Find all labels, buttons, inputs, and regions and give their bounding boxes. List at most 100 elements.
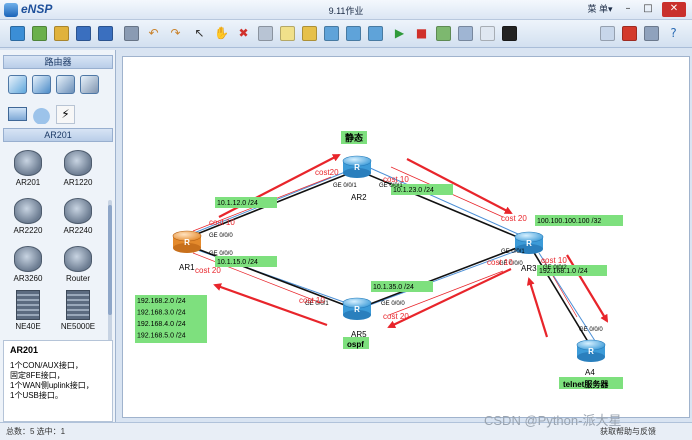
close-button[interactable]: ✕: [662, 2, 686, 17]
wireless-category-icon[interactable]: [56, 75, 75, 94]
new-topology-icon[interactable]: [10, 26, 25, 41]
device-model-label: AR201: [15, 178, 41, 187]
title-bar: eNSP 9.11作业 菜 单▾ – □ ✕: [0, 0, 692, 20]
router-ar1[interactable]: R: [172, 230, 202, 253]
watermark: CSDN @Python-派大星: [484, 413, 622, 428]
status-counts: 总数：5 选中：1: [6, 427, 66, 436]
device-description: AR201 1个CON/AUX接口， 固定8FE接口， 1个WAN侧uplink…: [3, 340, 113, 422]
router-ar5[interactable]: R: [342, 297, 372, 320]
area-label-box: [341, 131, 367, 144]
network-label: 10.1.12.0 /24: [217, 200, 258, 207]
device-list-scroll-thumb[interactable]: [108, 205, 112, 315]
router-name-label: AR3: [521, 264, 537, 273]
ensp-logo-icon: [4, 3, 18, 17]
router-category-icon[interactable]: [8, 75, 27, 94]
ospf-area-label: ospf: [347, 340, 364, 349]
loopback-label: 192.168.2.0 /24: [137, 298, 186, 305]
new-example-icon[interactable]: [32, 26, 47, 41]
network-label-box: [391, 184, 453, 195]
firewall-category-icon[interactable]: [80, 75, 99, 94]
device-model-label: AR2240: [63, 226, 93, 235]
save-as-icon[interactable]: [98, 26, 113, 41]
text-note-icon[interactable]: [280, 26, 295, 41]
description-line: 1个CON/AUX接口，: [10, 361, 83, 370]
link-ar1-ar5[interactable]: [186, 244, 356, 310]
start-icon[interactable]: ▶: [394, 26, 405, 40]
huawei-icon[interactable]: [622, 26, 637, 41]
zoom-in-icon[interactable]: [324, 26, 339, 41]
cost-label: cost 10: [541, 256, 567, 265]
maximize-button[interactable]: □: [643, 3, 653, 14]
minimize-button[interactable]: –: [625, 3, 631, 14]
cost-label: cost 10: [209, 218, 235, 227]
help-icon[interactable]: ?: [670, 26, 677, 40]
description-line: 固定8FE接口，: [10, 371, 65, 380]
open-icon[interactable]: [54, 26, 69, 41]
chassis-model-icon[interactable]: [16, 290, 40, 320]
redo-icon[interactable]: ↷: [170, 26, 181, 40]
delete-icon[interactable]: ✖: [238, 26, 249, 40]
router-model-icon[interactable]: [64, 150, 92, 176]
loopback-label: 192.168.4.0 /24: [137, 321, 186, 328]
undo-icon[interactable]: ↶: [148, 26, 159, 40]
router-model-icon[interactable]: [14, 246, 42, 272]
loopback-label: 192.168.5.0 /24: [137, 333, 186, 340]
device-model-label: AR3260: [13, 274, 43, 283]
status-bar: 总数：5 选中：1 获取帮助与反馈: [0, 422, 692, 440]
router-model-icon[interactable]: [14, 198, 42, 224]
feedback-link[interactable]: 获取帮助与反馈: [600, 427, 656, 436]
link-ar2-ar3[interactable]: [356, 169, 528, 242]
layout-icon[interactable]: [458, 26, 473, 41]
app-name: eNSP: [21, 2, 53, 16]
interface-label: GE 0/0/0: [209, 251, 233, 257]
interface-label: GE 0/0/0: [209, 233, 233, 239]
chassis-model-icon[interactable]: [66, 290, 90, 320]
router-name-label: AR1: [179, 263, 195, 272]
link-blue-ar5-ar3: [358, 246, 528, 310]
router-ar3[interactable]: R: [514, 231, 544, 254]
interface-label: GE 0/0/2: [543, 265, 567, 271]
cost-label: cost 20: [501, 214, 527, 223]
category-header: 路由器: [3, 55, 113, 69]
telnet-server-label: telnet服务器: [563, 379, 609, 389]
device-model-label: NE40E: [15, 322, 41, 331]
menu-button[interactable]: 菜 单▾: [587, 4, 613, 14]
select-icon[interactable]: ↖: [194, 26, 205, 40]
route-arrow: [566, 254, 609, 323]
network-label-box: [215, 197, 277, 208]
description-title: AR201: [10, 345, 39, 355]
reset-zoom-icon[interactable]: [368, 26, 383, 41]
hand-icon[interactable]: ✋: [214, 26, 229, 40]
save-icon[interactable]: [76, 26, 91, 41]
switch-category-icon[interactable]: [32, 75, 51, 94]
router-model-icon[interactable]: [14, 150, 42, 176]
device-list-header: AR201: [3, 128, 113, 142]
link-category-icon[interactable]: ⚡: [56, 105, 75, 124]
router-name-label: A4: [585, 368, 595, 377]
cloud-category-icon[interactable]: [32, 105, 51, 124]
pc-category-icon[interactable]: [8, 107, 27, 121]
route-arrow: [526, 277, 549, 338]
area-label-box: [343, 337, 369, 349]
link-ar5-ar3[interactable]: [356, 243, 528, 310]
topology-icon[interactable]: [480, 26, 495, 41]
print-icon[interactable]: [124, 26, 139, 41]
router-a4[interactable]: R: [576, 339, 606, 362]
router-ar2[interactable]: R: [342, 155, 372, 178]
delete-link-icon[interactable]: [258, 26, 273, 41]
settings-icon[interactable]: [644, 26, 659, 41]
description-line: 1个USB接口。: [10, 391, 63, 400]
network-label: 192.168.1.0 /24: [539, 268, 588, 275]
route-arrow: [387, 268, 512, 329]
capture-icon[interactable]: [436, 26, 451, 41]
chat-icon[interactable]: [600, 26, 615, 41]
palette-icon[interactable]: [302, 26, 317, 41]
terminal-icon[interactable]: [502, 26, 517, 41]
network-label-box: [371, 281, 433, 292]
router-model-icon[interactable]: [64, 246, 92, 272]
stop-icon[interactable]: ■: [415, 26, 428, 40]
router-model-icon[interactable]: [64, 198, 92, 224]
zoom-out-icon[interactable]: [346, 26, 361, 41]
